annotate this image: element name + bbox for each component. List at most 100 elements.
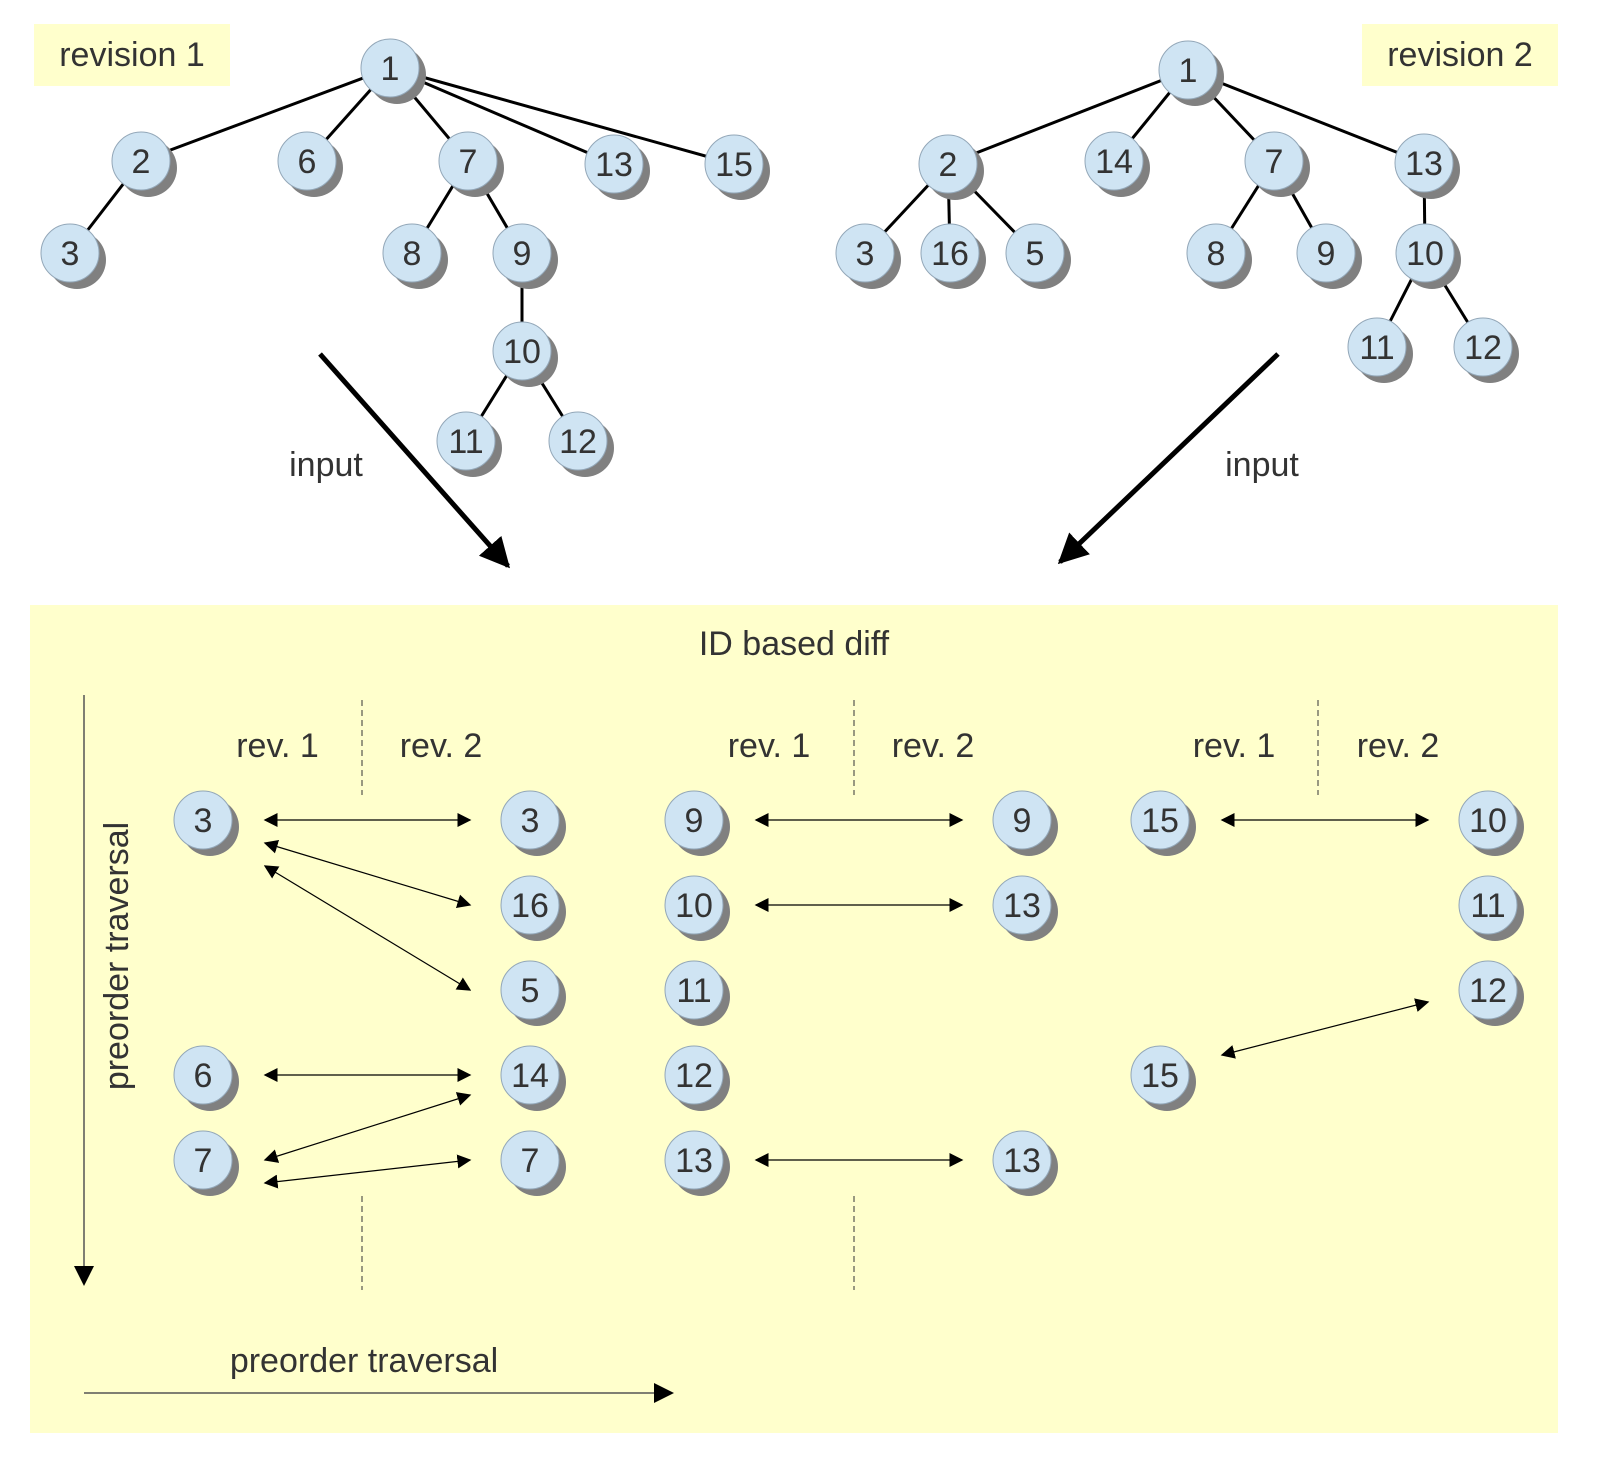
node-circle <box>1186 223 1246 283</box>
node-circle <box>1244 131 1304 191</box>
link-arrow-3-to-5 <box>263 865 472 991</box>
node-circle <box>918 134 978 194</box>
node-circle <box>436 411 496 471</box>
node-circle <box>360 38 420 98</box>
rev1-node-12: 12 <box>548 411 614 477</box>
node-label: 2 <box>939 146 958 184</box>
node-circle <box>40 223 100 283</box>
node-circle <box>664 875 724 935</box>
rev2-node-16: 16 <box>500 875 566 941</box>
node-label: 10 <box>1406 235 1444 273</box>
node-label: 11 <box>1359 329 1394 367</box>
link-arrows <box>1220 813 1430 1059</box>
node-label: 1 <box>1179 52 1198 90</box>
node-circle <box>1130 790 1190 850</box>
node-label: 16 <box>511 887 549 925</box>
rev2-node-2: 2 <box>918 134 984 200</box>
node-circle <box>173 1045 233 1105</box>
node-circle <box>1395 223 1455 283</box>
node-circle <box>1347 317 1407 377</box>
rev1-node-10: 10 <box>492 321 558 387</box>
horizontal-traversal-label: preorder traversal <box>230 1342 498 1380</box>
link-arrows <box>263 813 472 1189</box>
node-label: 7 <box>459 143 478 181</box>
node-circle <box>664 790 724 850</box>
node-label: 14 <box>1095 143 1133 181</box>
node-label: 10 <box>503 333 541 371</box>
vertical-traversal-label: preorder traversal <box>98 822 136 1090</box>
node-label: 14 <box>511 1057 549 1095</box>
node-label: 11 <box>1470 887 1505 925</box>
node-label: 9 <box>685 802 704 840</box>
node-circle <box>1158 40 1218 100</box>
link-arrows <box>754 813 964 1167</box>
rev1-node-13: 13 <box>584 134 650 200</box>
node-label: 5 <box>1026 235 1045 273</box>
rev1-edge-1-13 <box>389 66 615 166</box>
rev2-node-7: 7 <box>1244 131 1310 197</box>
rev2-node-16: 16 <box>920 223 986 289</box>
rev1-node-15: 15 <box>1130 1045 1196 1111</box>
input-arrow-right <box>1057 352 1280 565</box>
node-circle <box>992 790 1052 850</box>
node-circle <box>920 223 980 283</box>
rev1-node-11: 11 <box>664 960 730 1026</box>
node-label: 2 <box>132 143 151 181</box>
node-circle <box>584 134 644 194</box>
node-circle <box>1458 875 1518 935</box>
node-label: 15 <box>1141 802 1179 840</box>
node-circle <box>173 1130 233 1190</box>
node-circle <box>1458 790 1518 850</box>
node-label: 11 <box>448 423 483 461</box>
node-circle <box>1394 133 1454 193</box>
node-label: 15 <box>1141 1057 1179 1095</box>
node-circle <box>548 411 608 471</box>
node-label: 3 <box>521 802 540 840</box>
node-circle <box>500 875 560 935</box>
node-circle <box>277 131 337 191</box>
node-circle <box>492 223 552 283</box>
node-label: 10 <box>675 887 713 925</box>
node-circle <box>992 1130 1052 1190</box>
rev1-node-3: 3 <box>40 223 106 289</box>
rev2-edges <box>863 68 1485 348</box>
node-circle <box>173 790 233 850</box>
node-label: 9 <box>1317 235 1336 273</box>
rev2-edge-1-13 <box>1187 68 1425 165</box>
rev1-node-15: 15 <box>704 134 770 200</box>
node-label: 9 <box>1013 802 1032 840</box>
rev2-node-14: 14 <box>500 1045 566 1111</box>
node-label: 7 <box>521 1142 540 1180</box>
diff-panel: ID based diff preorder traversal preorde… <box>30 605 1558 1433</box>
node-label: 16 <box>931 235 969 273</box>
node-circle <box>1084 131 1144 191</box>
rev1-node-6: 6 <box>277 131 343 197</box>
rev1-node-8: 8 <box>382 223 448 289</box>
rev1-header: rev. 1 <box>1193 727 1276 765</box>
rev2-node-13: 13 <box>992 1130 1058 1196</box>
rev1-node-7: 7 <box>438 131 504 197</box>
node-label: 3 <box>194 802 213 840</box>
rev1-node-1: 1 <box>360 38 426 104</box>
node-circle <box>500 1130 560 1190</box>
node-circle <box>1296 223 1356 283</box>
rev2-node-11: 11 <box>1458 875 1524 941</box>
node-label: 8 <box>403 235 422 273</box>
rev1-node-2: 2 <box>111 131 177 197</box>
rev1-node-10: 10 <box>664 875 730 941</box>
revision1-label-text: revision 1 <box>59 36 205 74</box>
rev2-node-13: 13 <box>992 875 1058 941</box>
node-label: 12 <box>675 1057 713 1095</box>
node-label: 11 <box>676 972 711 1010</box>
rev2-node-9: 9 <box>1296 223 1362 289</box>
rev1-node-11: 11 <box>436 411 502 477</box>
node-label: 13 <box>675 1142 713 1180</box>
node-label: 7 <box>1265 143 1284 181</box>
node-circle <box>500 790 560 850</box>
node-circle <box>664 1045 724 1105</box>
rev1-node-9: 9 <box>492 223 558 289</box>
revision1-label: revision 1 <box>34 24 230 86</box>
node-circle <box>111 131 171 191</box>
